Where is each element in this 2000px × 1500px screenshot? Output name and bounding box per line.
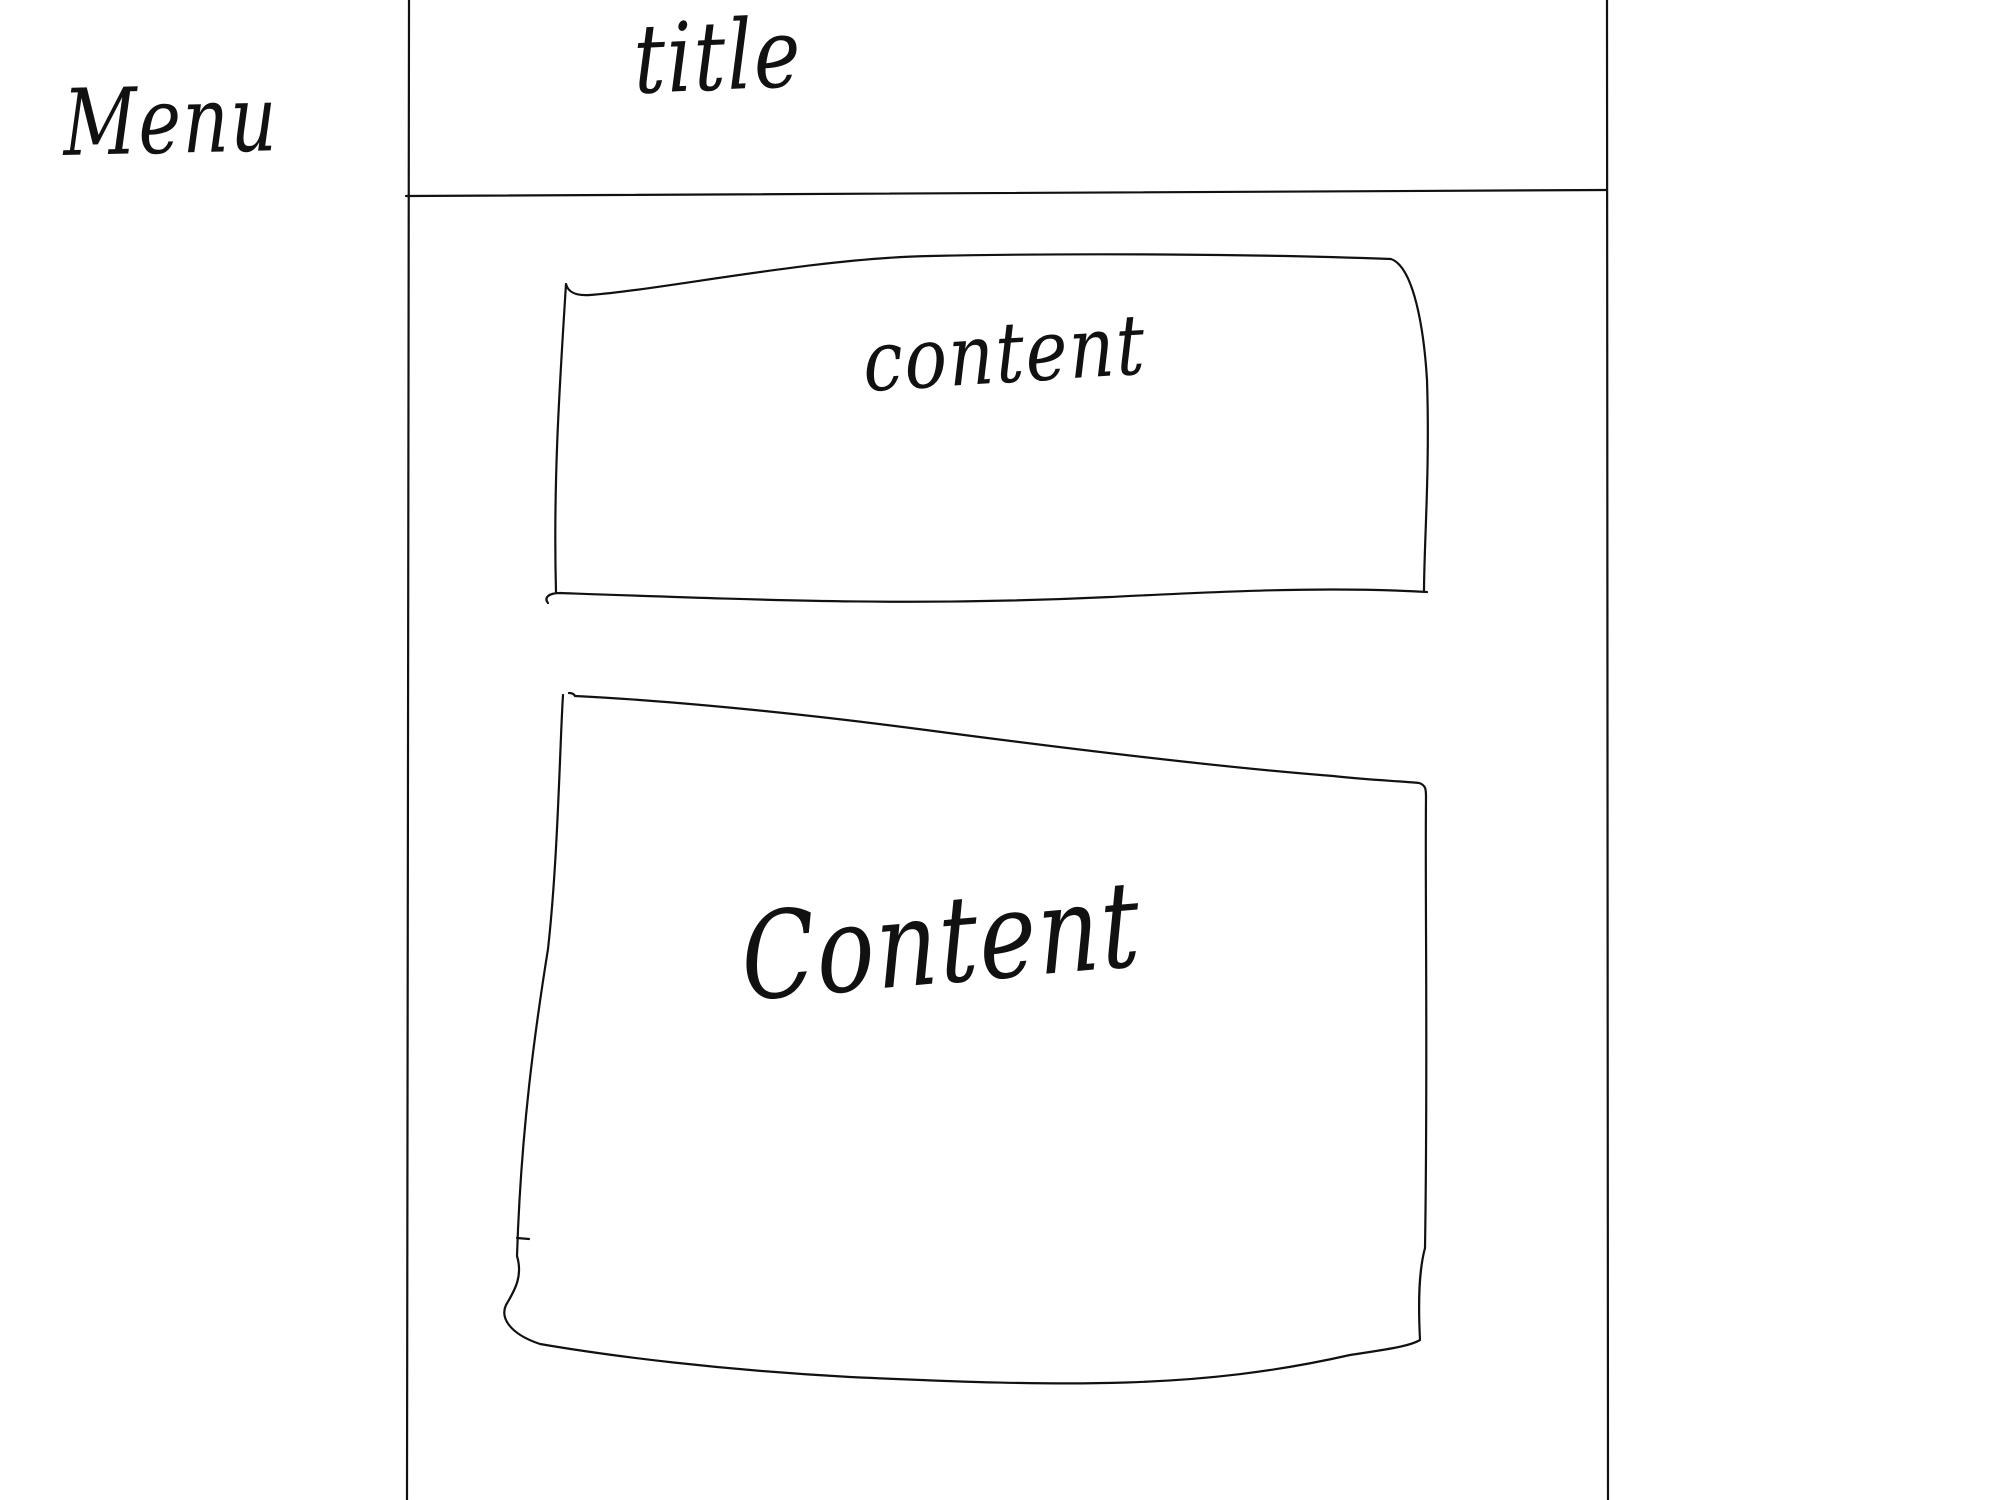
content-box-bottom-outline [503, 691, 1428, 1385]
page-title: title [632, 0, 804, 116]
content-box-label: Content [737, 855, 1145, 1029]
pen-tick-mark [515, 1236, 531, 1241]
right-divider-line [1605, 0, 1610, 1500]
content-box-label: content [860, 295, 1149, 411]
header-bottom-line [404, 188, 1608, 198]
content-box-top-outline [545, 253, 1429, 605]
left-divider-line [405, 0, 411, 1500]
menu-label: Menu [62, 65, 279, 177]
